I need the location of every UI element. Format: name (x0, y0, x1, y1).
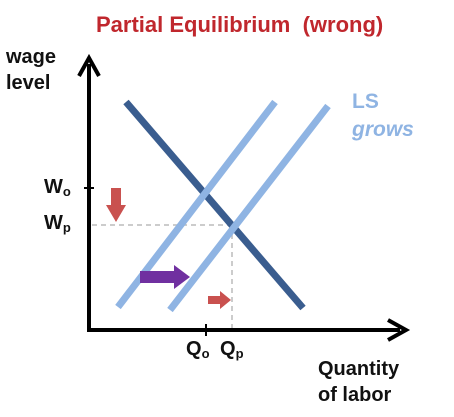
tick-q-new-main: Q (220, 338, 236, 360)
x-axis-arrowhead (387, 318, 411, 342)
legend-grows-label: grows (352, 118, 414, 141)
legend-ls-label: LS (352, 90, 379, 113)
y-axis-label-line1: wage (6, 46, 57, 68)
x-axis-label-line2: of labor (318, 384, 392, 406)
tick-w-original-sub: o (62, 184, 71, 199)
tick-q-new-sub: p (235, 346, 244, 361)
tick-q-original-sub: o (201, 346, 210, 361)
tick-w-new-sub: p (62, 220, 71, 235)
tick-label-q-new: Qp (220, 338, 244, 361)
quantity-increase-arrow (208, 291, 231, 309)
wage-decrease-arrow (106, 188, 126, 222)
supply-shift-arrow (140, 265, 190, 289)
y-axis-label: wage level (6, 44, 86, 96)
y-axis-label-line2: level (6, 72, 51, 94)
tick-w-original-main: W (44, 176, 63, 198)
labor-supply-line-shifted (167, 103, 331, 313)
diagram-title: Partial Equilibrium (wrong) (96, 12, 384, 37)
y-axis-arrowhead (77, 53, 101, 77)
tick-q-original-main: Q (186, 338, 202, 360)
tick-label-q-original: Qo (186, 338, 210, 361)
tick-w-new-main: W (44, 212, 63, 234)
labor-supply-legend: LS grows (352, 88, 414, 144)
tick-label-w-original: Wo (44, 176, 71, 199)
x-axis-label: Quantity of labor (318, 356, 454, 408)
x-axis-label-line1: Quantity (318, 358, 400, 380)
tick-label-w-new: Wp (44, 212, 71, 235)
labor-demand-line (123, 99, 306, 311)
